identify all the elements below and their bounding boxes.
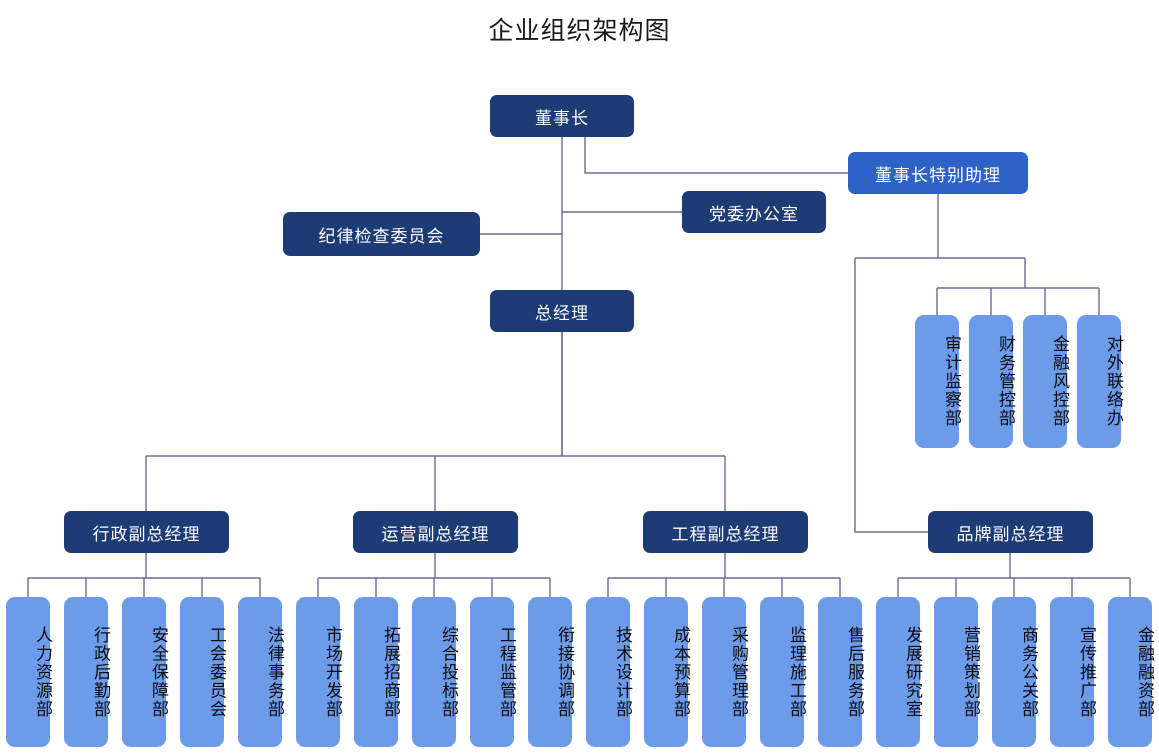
- org-node-marketing[interactable]: 营销策划部: [934, 597, 980, 747]
- org-node-tech-design[interactable]: 技术设计部: [586, 597, 632, 747]
- org-node-chairman[interactable]: 董事长: [490, 95, 634, 137]
- org-node-risk-control[interactable]: 金融风控部: [1023, 315, 1069, 448]
- org-node-promotion[interactable]: 宣传推广部: [1050, 597, 1096, 747]
- org-node-research[interactable]: 发展研究室: [876, 597, 922, 747]
- org-node-safety[interactable]: 安全保障部: [122, 597, 168, 747]
- org-node-vp-admin[interactable]: 行政副总经理: [64, 511, 229, 553]
- org-node-hr[interactable]: 人力资源部: [6, 597, 52, 747]
- org-node-chairman-aide[interactable]: 董事长特别助理: [848, 152, 1028, 194]
- org-node-procurement[interactable]: 采购管理部: [702, 597, 748, 747]
- org-node-vp-brand[interactable]: 品牌副总经理: [928, 511, 1093, 553]
- org-node-market-dev[interactable]: 市场开发部: [296, 597, 342, 747]
- page-title: 企业组织架构图: [488, 16, 671, 45]
- org-node-legal[interactable]: 法律事务部: [238, 597, 284, 747]
- org-node-general-manager[interactable]: 总经理: [490, 290, 634, 332]
- org-node-external[interactable]: 对外联络办: [1077, 315, 1123, 448]
- edge-chairman-aide: [584, 137, 848, 174]
- org-node-party-office[interactable]: 党委办公室: [682, 191, 826, 233]
- org-node-admin-logistics[interactable]: 行政后勤部: [64, 597, 110, 747]
- org-node-financing[interactable]: 金融融资部: [1108, 597, 1154, 747]
- org-node-finance-control[interactable]: 财务管控部: [969, 315, 1015, 448]
- org-node-construction[interactable]: 监理施工部: [760, 597, 806, 747]
- org-node-cost-budget[interactable]: 成本预算部: [644, 597, 690, 747]
- org-node-business-pr[interactable]: 商务公关部: [992, 597, 1038, 747]
- org-node-eng-supervision[interactable]: 工程监管部: [470, 597, 516, 747]
- org-node-vp-operations[interactable]: 运营副总经理: [353, 511, 518, 553]
- org-node-bidding[interactable]: 综合投标部: [412, 597, 458, 747]
- org-node-coordination[interactable]: 衔接协调部: [528, 597, 574, 747]
- org-node-vp-engineering[interactable]: 工程副总经理: [643, 511, 808, 553]
- org-node-aftersales[interactable]: 售后服务部: [818, 597, 864, 747]
- org-node-expansion[interactable]: 拓展招商部: [354, 597, 400, 747]
- org-node-union[interactable]: 工会委员会: [180, 597, 226, 747]
- org-node-audit[interactable]: 审计监察部: [915, 315, 961, 448]
- org-node-discipline[interactable]: 纪律检查委员会: [283, 212, 480, 256]
